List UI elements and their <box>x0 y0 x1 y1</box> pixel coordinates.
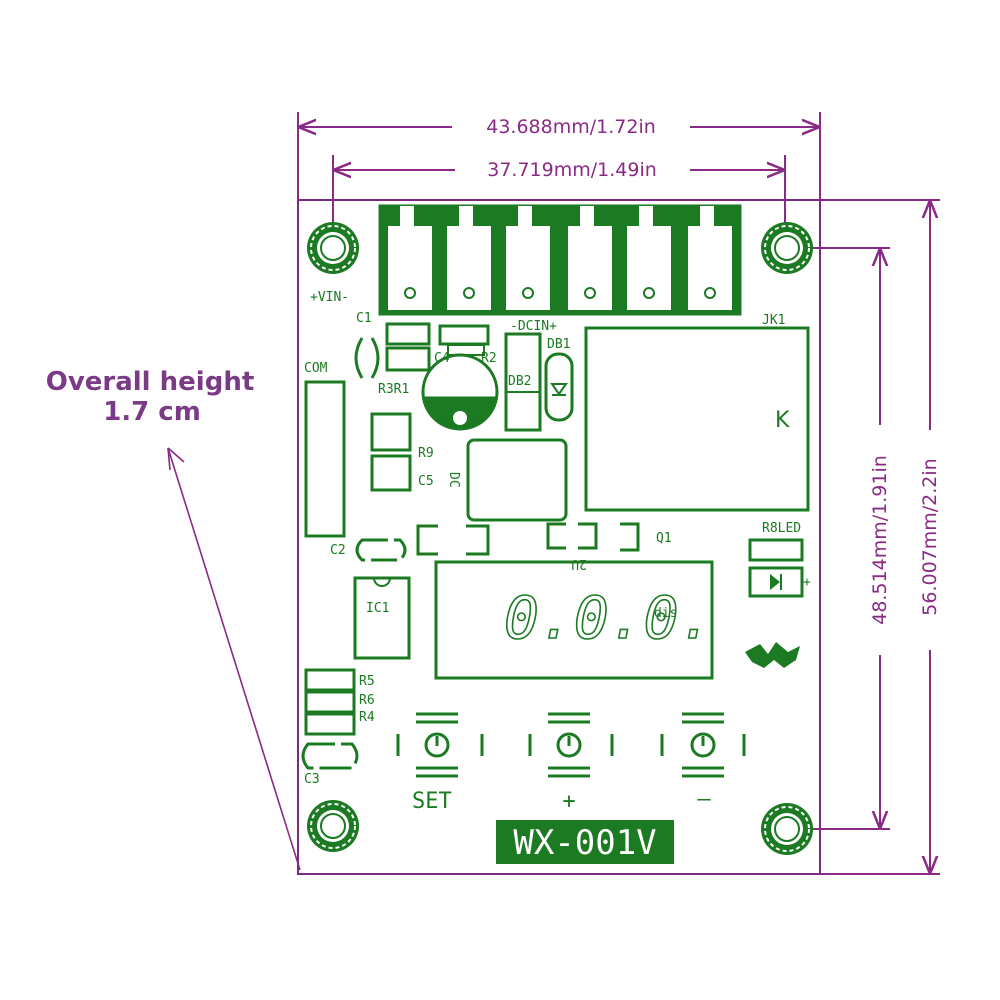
label-r6: R6 <box>359 693 375 708</box>
overall-height-dim-label: 56.007mm/2.2in <box>919 458 941 615</box>
mount-hole-br <box>761 803 813 855</box>
note-line2: 1.7 cm <box>103 397 201 427</box>
display-window <box>434 560 714 680</box>
label-dc: DC <box>446 472 461 488</box>
button-minus[interactable] <box>660 712 746 778</box>
model-label: WX-001V <box>513 823 656 863</box>
button-plus[interactable] <box>528 712 614 778</box>
note-line1: Overall height <box>46 367 255 397</box>
mount-hole-tr <box>761 222 813 274</box>
relay-jk1 <box>584 326 810 512</box>
model-badge <box>496 820 674 864</box>
mount-hole-tl <box>307 222 359 274</box>
label-r5: R5 <box>359 674 375 689</box>
logo-mark <box>745 642 800 668</box>
label-c3: C3 <box>304 772 320 787</box>
label-r3r1: R3R1 <box>378 382 409 397</box>
label-ic1: IC1 <box>366 601 389 616</box>
button-minus-label: — <box>697 787 711 812</box>
label-c2: C2 <box>330 543 346 558</box>
label-r2: R2 <box>481 351 497 366</box>
overall-width-label: 43.688mm/1.72in <box>486 116 656 138</box>
label-dis: dis <box>654 606 677 621</box>
label-com: COM <box>304 361 328 376</box>
label-q1: Q1 <box>656 531 672 546</box>
label-c1: C1 <box>356 311 372 326</box>
label-vin: +VIN- <box>310 290 349 305</box>
label-c4: C4 <box>434 351 450 366</box>
dimension-overall-width <box>297 112 821 200</box>
dimension-overall-height <box>820 199 940 875</box>
label-db1: DB1 <box>547 337 570 352</box>
mount-hole-bl <box>307 800 359 852</box>
label-dcin: -DCIN+ <box>510 319 557 334</box>
display-digits: 0.0.0. <box>504 584 714 652</box>
note-pointer <box>167 447 301 871</box>
button-plus-label: + <box>562 789 575 814</box>
label-r9: R9 <box>418 446 434 461</box>
label-jk1: JK1 <box>762 313 785 328</box>
label-r4: R4 <box>359 710 375 725</box>
button-set-label: SET <box>412 789 452 814</box>
hole-height-label: 48.514mm/1.91in <box>869 455 891 625</box>
label-db2: DB2 <box>508 374 531 389</box>
label-r8led: R8LED <box>762 521 801 536</box>
label-c5: C5 <box>418 474 434 489</box>
button-set[interactable] <box>396 712 484 778</box>
terminal-block <box>378 204 742 316</box>
relay-k-mark: K <box>775 408 790 433</box>
label-led-plus: + <box>803 575 811 590</box>
hole-width-label: 37.719mm/1.49in <box>487 159 657 181</box>
components-top-left <box>301 322 804 770</box>
